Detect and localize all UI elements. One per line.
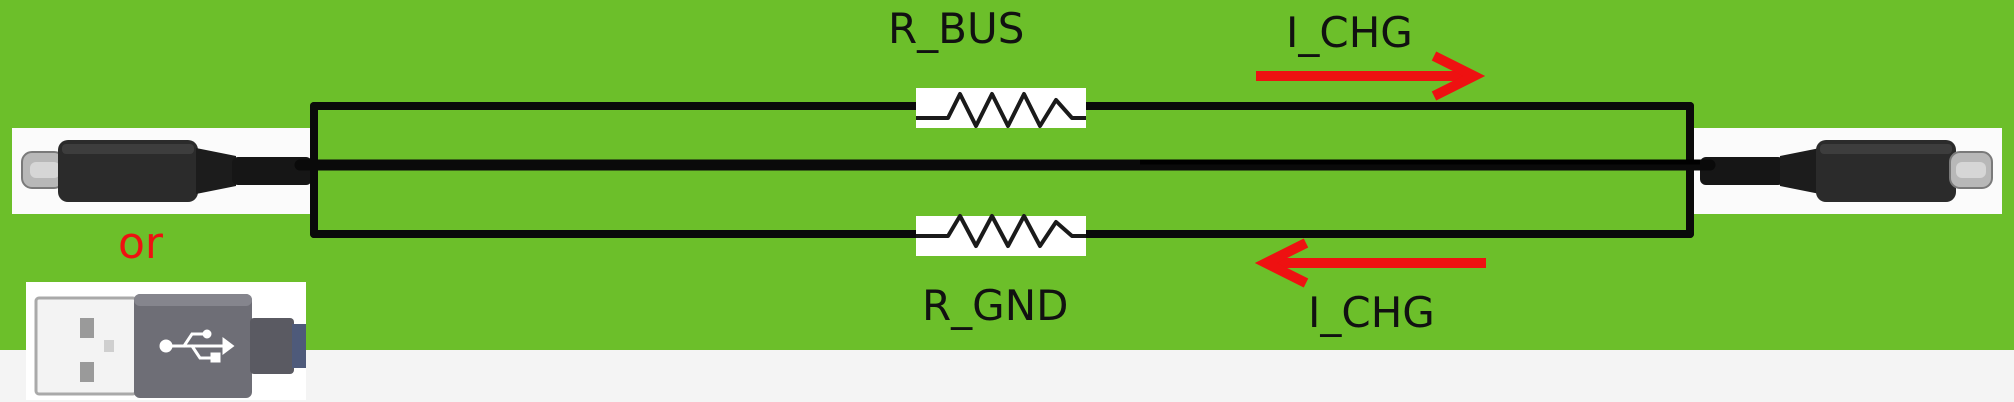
label-i-chg-bottom: I_CHG bbox=[1308, 288, 1435, 337]
right-usb-c-plug bbox=[1700, 140, 1993, 202]
left-usb-c-plug bbox=[21, 140, 312, 202]
arrow-i-chg-left bbox=[1254, 238, 1486, 288]
label-r-bus: R_BUS bbox=[888, 4, 1025, 53]
diagram-background bbox=[0, 0, 2014, 350]
label-r-gnd: R_GND bbox=[922, 281, 1069, 330]
label-or: or bbox=[118, 218, 164, 269]
resistor-r-gnd bbox=[916, 214, 1086, 256]
label-i-chg-top: I_CHG bbox=[1286, 8, 1413, 57]
usb-trident-icon bbox=[159, 329, 235, 363]
cable-wires bbox=[294, 102, 1716, 238]
arrow-i-chg-right bbox=[1256, 51, 1486, 101]
resistor-r-bus bbox=[916, 88, 1086, 128]
